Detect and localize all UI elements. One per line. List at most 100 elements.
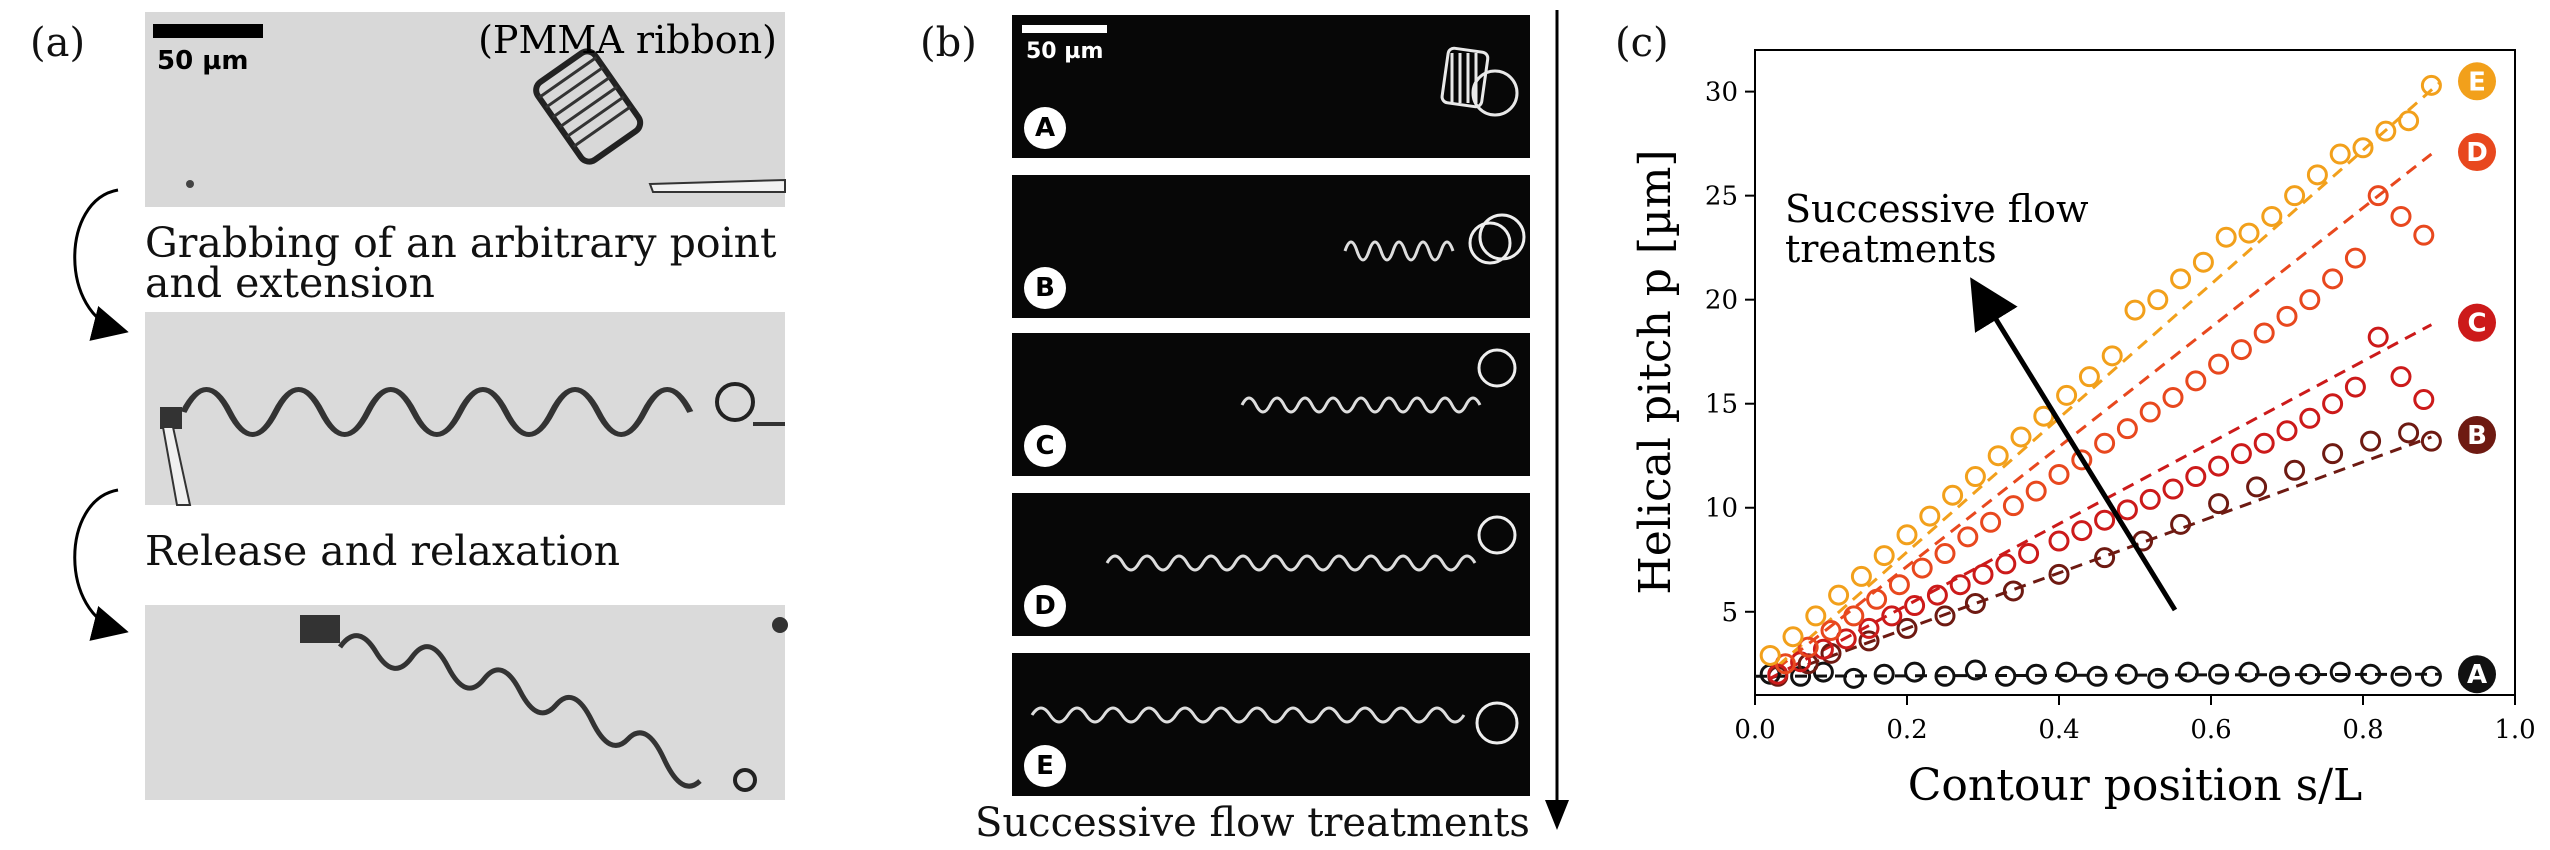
helix-stage-c-image <box>1240 348 1517 414</box>
helix-stage-e-image <box>1030 701 1519 745</box>
data-point-d <box>1957 526 1979 548</box>
data-point-c <box>2276 420 2298 442</box>
data-point-e <box>2056 384 2078 406</box>
fit-line-b <box>1769 435 2432 680</box>
data-point-d <box>2230 339 2252 361</box>
data-point-d <box>1888 574 1910 596</box>
data-point-d <box>1820 620 1842 641</box>
x-tick-label: 0.8 <box>2342 715 2383 745</box>
data-point-d <box>1843 605 1865 627</box>
scale-bar-label: 50 µm <box>1026 39 1104 64</box>
fit-line-e <box>1776 82 2440 667</box>
flow-frame-e: E <box>1012 653 1530 796</box>
frame-badge-d: D <box>1024 585 1066 627</box>
x-tick-label: 1.0 <box>2494 715 2535 745</box>
data-point-d <box>2253 322 2275 344</box>
data-point-d <box>2094 432 2116 454</box>
series-badge-c <box>2458 303 2496 342</box>
flow-frame-d: D <box>1012 493 1530 636</box>
data-point-a <box>2056 661 2078 683</box>
data-point-b <box>1858 630 1880 652</box>
y-axis-label: Helical pitch p [µm] <box>1630 149 1681 594</box>
data-point-c <box>2185 466 2207 488</box>
x-axis-label: Contour position s/L <box>1908 760 2363 811</box>
data-point-c <box>2390 366 2412 388</box>
data-point-b <box>2208 493 2230 515</box>
data-point-b <box>2420 430 2442 452</box>
data-point-b <box>2322 443 2344 465</box>
data-point-c <box>1881 605 1903 627</box>
data-point-b <box>1934 605 1956 627</box>
data-point-e <box>2147 289 2169 311</box>
data-point-d <box>2299 289 2321 311</box>
data-point-c <box>2413 389 2435 411</box>
x-tick-label: 0.0 <box>1734 715 1775 745</box>
data-point-a <box>1904 661 1926 683</box>
data-point-d <box>1911 557 1933 579</box>
data-point-d <box>2116 418 2138 440</box>
data-point-e <box>1987 445 2009 467</box>
data-point-d <box>1934 543 1956 565</box>
data-point-e <box>1873 545 1895 567</box>
data-point-e <box>2192 251 2214 273</box>
data-point-c <box>2322 393 2344 415</box>
data-point-e <box>1805 605 1827 627</box>
data-point-e <box>2238 222 2260 244</box>
y-tick-label: 15 <box>1705 390 1738 420</box>
data-point-a <box>2390 665 2412 687</box>
frame-badge-c: C <box>1024 425 1066 467</box>
data-point-d <box>2208 353 2230 375</box>
data-point-c <box>2299 407 2321 429</box>
y-tick-label: 5 <box>1721 598 1738 628</box>
data-point-e <box>1964 466 1986 488</box>
data-point-e <box>2352 137 2374 159</box>
scale-bar <box>1022 25 1107 33</box>
data-point-b <box>2094 547 2116 569</box>
data-point-c <box>2208 455 2230 477</box>
flow-frame-b: B <box>1012 175 1530 318</box>
data-point-c <box>2344 376 2366 398</box>
fit-line-a <box>1754 672 2440 678</box>
data-point-c <box>1995 553 2017 575</box>
panel-a-label: (a) <box>30 20 86 66</box>
data-point-a <box>2360 663 2382 685</box>
series-badge-a <box>2458 655 2496 694</box>
data-point-b <box>2398 422 2420 444</box>
series-badge-label: B <box>2467 421 2487 451</box>
data-point-b <box>2170 513 2192 535</box>
data-point-e <box>2170 268 2192 290</box>
series-badge-b <box>2458 416 2496 454</box>
data-point-d <box>2344 247 2366 269</box>
data-point-e <box>1828 584 1850 606</box>
y-tick-label: 30 <box>1705 78 1738 108</box>
y-tick-label: 10 <box>1705 494 1738 524</box>
data-point-c <box>2139 488 2161 510</box>
data-point-a <box>2268 665 2290 687</box>
series-badge-d <box>2458 133 2496 172</box>
data-point-a <box>2329 661 2351 683</box>
step-grab-line-1: Grabbing of an arbitrary point <box>145 219 777 267</box>
data-point-e <box>2261 205 2283 227</box>
data-point-e <box>2078 366 2100 388</box>
data-point-c <box>2230 443 2252 465</box>
data-point-c <box>1972 563 1994 585</box>
data-point-e <box>1919 505 1941 527</box>
step-grab-line-2: and extension <box>145 259 435 307</box>
data-point-c <box>2094 509 2116 531</box>
data-point-e <box>2375 120 2397 142</box>
data-point-d <box>2139 401 2161 423</box>
data-point-d <box>2002 495 2024 517</box>
data-point-e <box>1850 565 1872 587</box>
data-point-b <box>1896 617 1918 639</box>
frame-badge-a: A <box>1024 107 1066 149</box>
data-point-a <box>2147 667 2169 689</box>
data-point-e <box>2010 426 2032 448</box>
plot-frame <box>1754 49 2516 696</box>
data-point-e <box>2420 74 2442 96</box>
data-point-a <box>1964 659 1986 681</box>
frame-badge-e: E <box>1024 745 1066 787</box>
data-point-a <box>1995 665 2017 687</box>
data-point-d <box>1797 636 1819 658</box>
data-point-a <box>2086 665 2108 687</box>
x-tick-label: 0.2 <box>1886 715 1927 745</box>
